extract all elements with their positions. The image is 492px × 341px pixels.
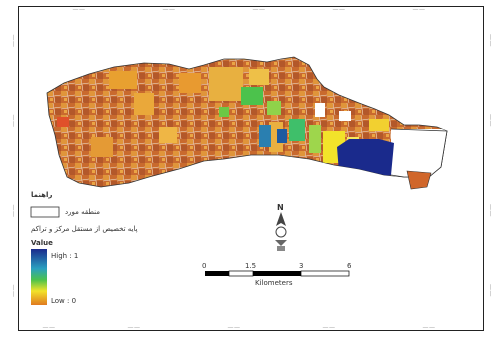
layer-label: پایه تخصیص از مستقل مرکز و تراکم — [31, 225, 138, 233]
low-label: Low : 0 — [51, 297, 77, 305]
legend-heading: راهنما — [31, 191, 53, 199]
frame-tick-bottom: —— — [422, 324, 436, 331]
scale-tick: 1.5 — [245, 262, 257, 270]
frame-tick-top: —— — [252, 6, 266, 13]
value-title: Value — [31, 239, 53, 247]
north-arrow-icon — [275, 212, 287, 251]
frame-tick-bottom: —— — [127, 324, 141, 331]
high-label: High : 1 — [51, 252, 79, 260]
frame-tick-right: —— — [487, 114, 492, 127]
frame-tick-bottom: —— — [42, 324, 56, 331]
frame-tick-right: —— — [487, 284, 492, 297]
frame-tick-left: —— — [10, 114, 17, 127]
scale-bar — [205, 270, 350, 277]
map-frame: —— —— —— —— —— —— —— —— —— —— —— —— —— —… — [10, 6, 492, 332]
map-canvas[interactable] — [19, 7, 485, 332]
frame-tick-left: —— — [10, 204, 17, 217]
value-color-ramp — [31, 249, 47, 305]
frame-tick-top: —— — [72, 6, 86, 13]
study-area-label: منطقه مورد — [65, 208, 100, 216]
frame-tick-left: —— — [10, 284, 17, 297]
scale-unit: Kilometers — [255, 279, 293, 287]
frame-tick-right: —— — [487, 204, 492, 217]
north-label: N — [277, 203, 284, 212]
frame-tick-bottom: —— — [227, 324, 241, 331]
scale-tick: 6 — [347, 262, 352, 270]
study-area-swatch — [30, 206, 60, 218]
frame-tick-top: —— — [332, 6, 346, 13]
frame-tick-left: —— — [10, 34, 17, 47]
map-legend — [30, 206, 60, 305]
scale-tick: 0 — [202, 262, 207, 270]
frame-tick-top: —— — [162, 6, 176, 13]
scale-tick: 3 — [299, 262, 304, 270]
frame-tick-top: —— — [412, 6, 426, 13]
frame-tick-right: —— — [487, 34, 492, 47]
study-region[interactable] — [46, 56, 448, 190]
frame-tick-bottom: —— — [322, 324, 336, 331]
